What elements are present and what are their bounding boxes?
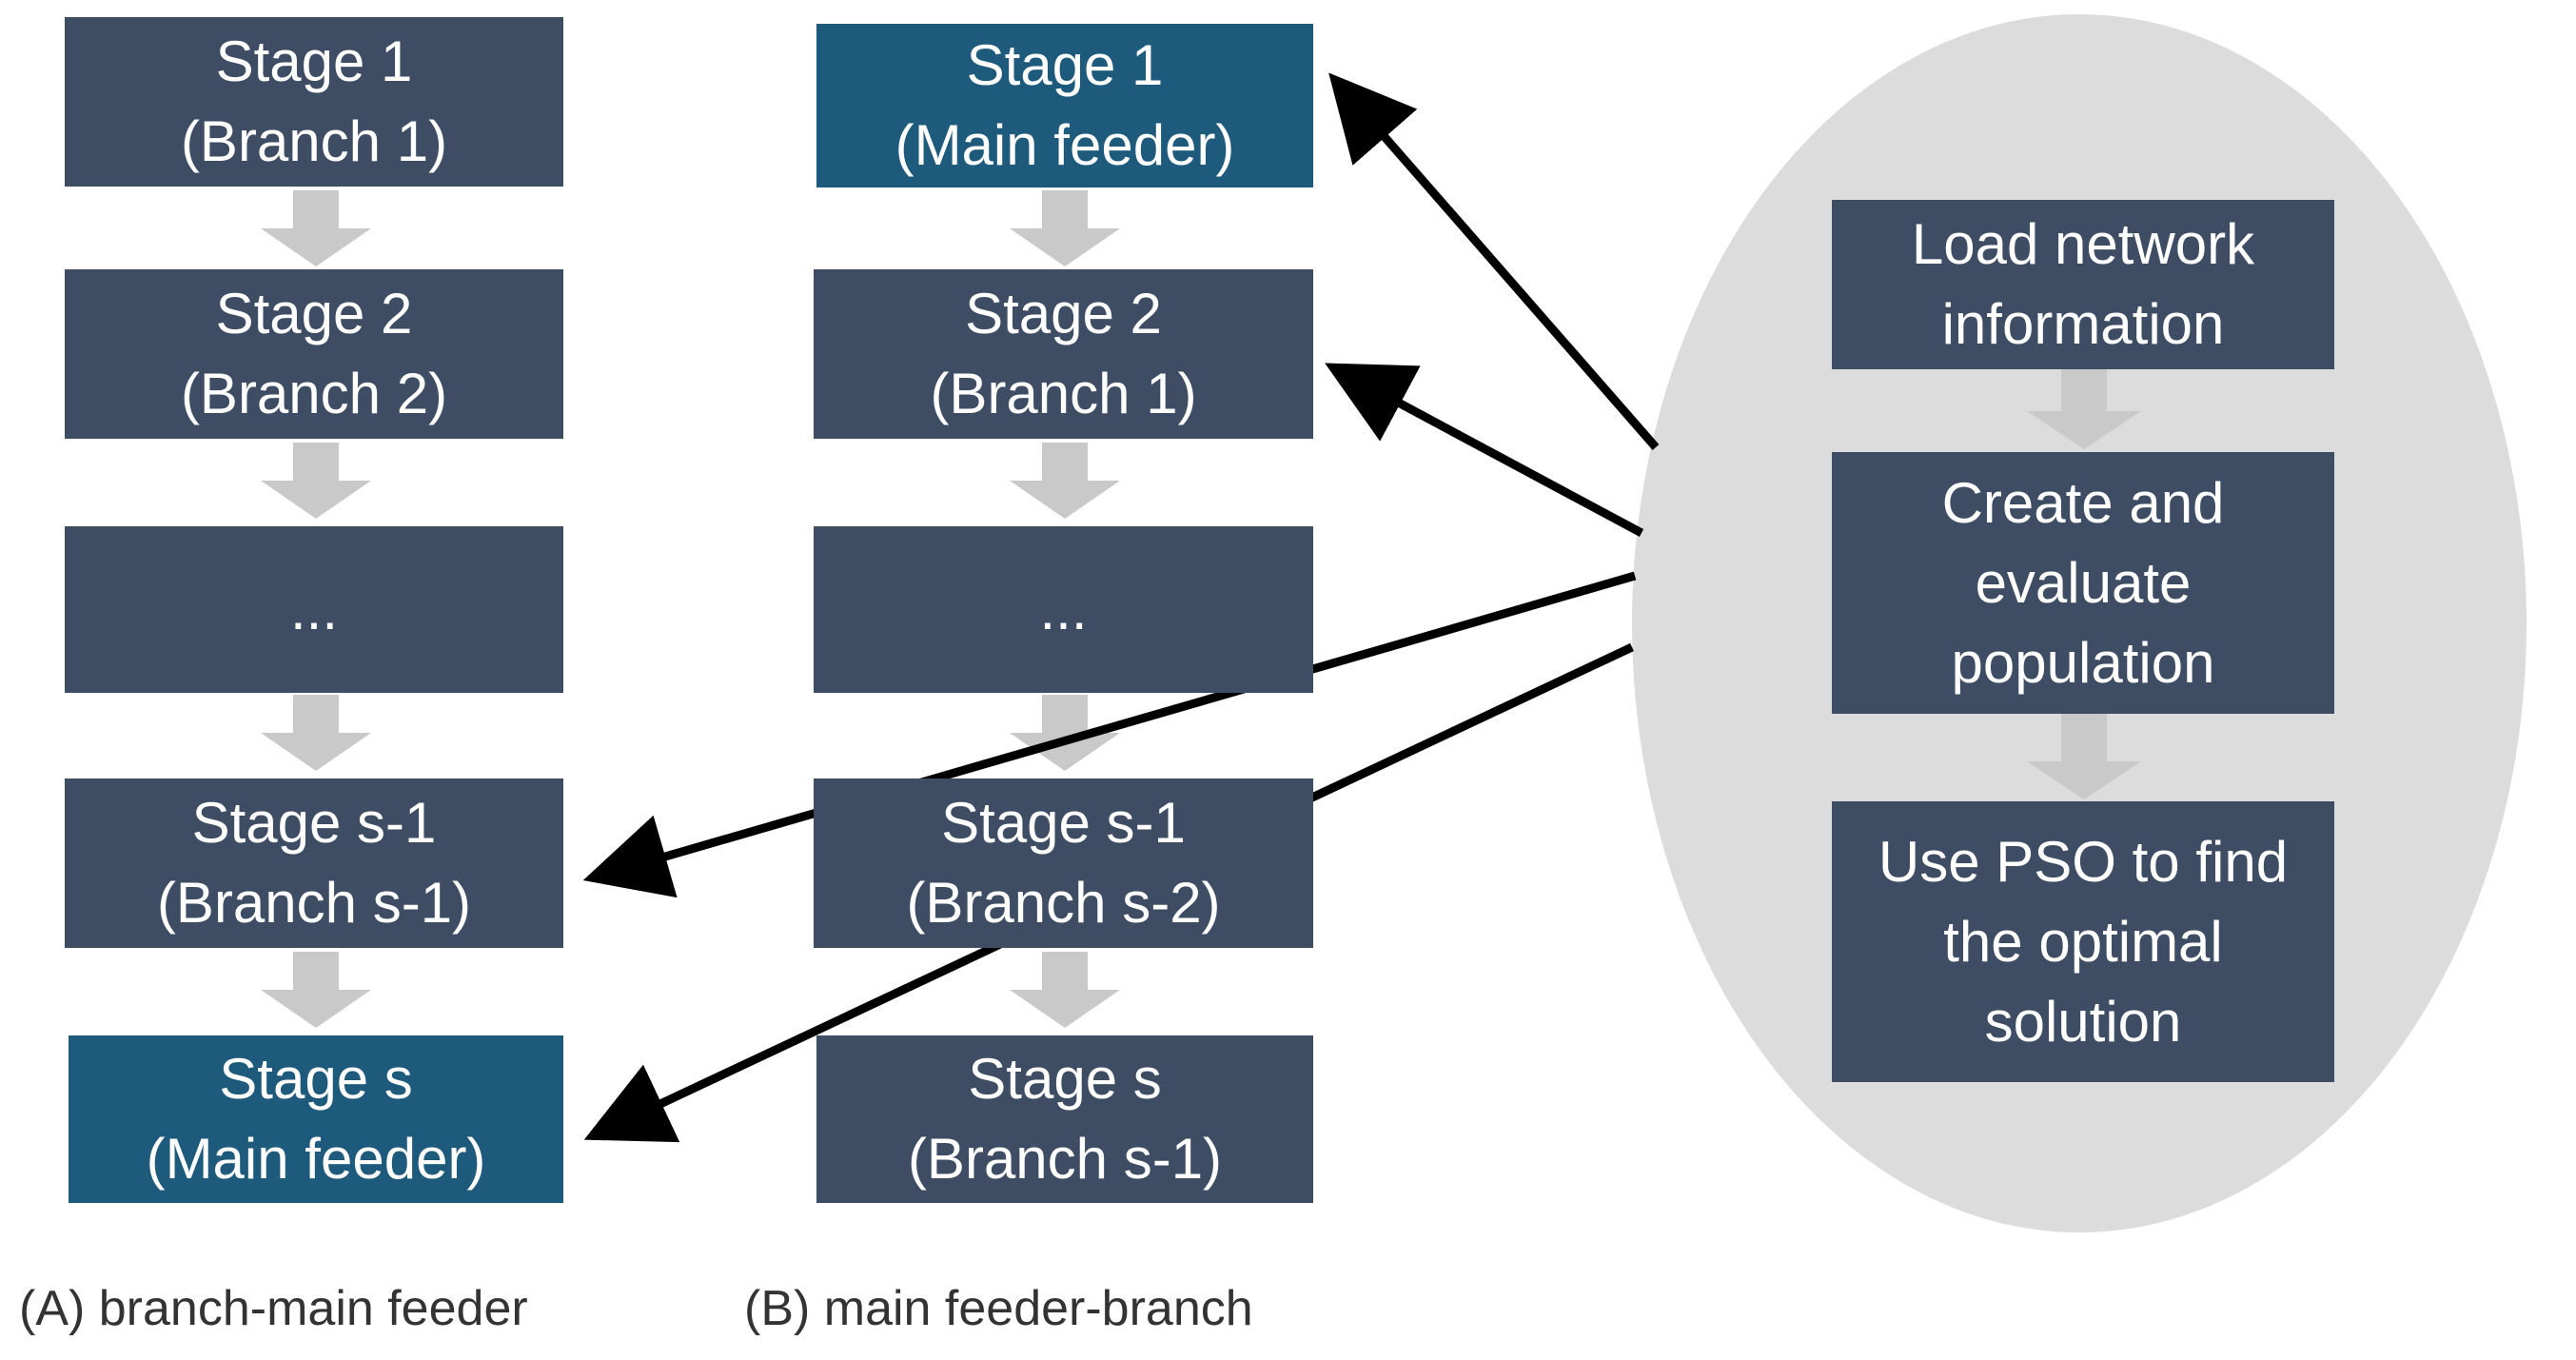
stage-box-a-ellipsis: ... [65, 526, 563, 693]
process-step-line: Use PSO to find [1878, 829, 2289, 894]
flow-arrow-a-4 [261, 952, 371, 1028]
stage-subtitle: (Branch 1) [180, 109, 448, 173]
process-step-load-network: Load network information [1832, 200, 2334, 369]
stage-subtitle: (Branch s-1) [907, 1127, 1223, 1191]
process-step-use-pso: Use PSO to find the optimal solution [1832, 801, 2334, 1082]
pointer-arrow-to-b-stage-1 [1328, 72, 1660, 450]
stage-subtitle: (Branch s-1) [156, 871, 472, 935]
stage-box-b-1: Stage 1 (Main feeder) [816, 24, 1313, 187]
flow-arrow-a-1 [261, 190, 371, 266]
flow-arrow-b-2 [1010, 443, 1120, 519]
stage-subtitle: (Main feeder) [146, 1127, 486, 1191]
flow-arrow-p-2 [2027, 714, 2141, 799]
flow-arrow-a-2 [261, 443, 371, 519]
flow-arrow-a-3 [261, 695, 371, 771]
pointer-arrows [582, 72, 1660, 1143]
process-step-create-evaluate: Create and evaluate population [1832, 452, 2334, 714]
process-step-line: population [1951, 630, 2215, 695]
stage-box-a-2: Stage 2 (Branch 2) [65, 269, 563, 439]
stage-subtitle: (Branch 1) [930, 362, 1197, 425]
stage-title: Stage s [968, 1047, 1162, 1111]
flow-arrows-process [2027, 369, 2141, 799]
process-step-line: solution [1984, 989, 2182, 1054]
stage-title: Stage 1 [966, 33, 1164, 97]
pointer-arrow-to-a-stage-s-1 [582, 571, 1637, 898]
stage-box-b-ellipsis: ... [814, 526, 1313, 693]
process-step-line: Load network [1911, 212, 2255, 276]
flow-arrow-p-1 [2027, 369, 2141, 449]
flow-arrow-b-4 [1010, 952, 1120, 1028]
process-step-line: information [1941, 292, 2225, 356]
stage-subtitle: (Branch s-2) [906, 871, 1221, 935]
stage-title: Stage 2 [215, 282, 413, 345]
stage-subtitle: (Branch 2) [180, 362, 448, 425]
process-step-line: the optimal [1943, 909, 2223, 974]
flow-arrow-b-1 [1010, 190, 1120, 266]
stage-title: ... [289, 577, 338, 641]
flow-arrows-column-b [1010, 190, 1120, 1028]
stage-box-a-s: Stage s (Main feeder) [69, 1035, 563, 1203]
stage-title: Stage s [219, 1047, 413, 1111]
process-step-line: evaluate [1975, 550, 2192, 615]
caption-column-a: (A) branch-main feeder [19, 1281, 528, 1336]
stage-box-a-s-1: Stage s-1 (Branch s-1) [65, 779, 563, 948]
flow-arrows-column-a [261, 190, 371, 1028]
pointer-arrow-to-b-stage-2 [1325, 363, 1644, 537]
process-step-line: Create and [1941, 470, 2225, 535]
stage-title: Stage s-1 [941, 791, 1186, 855]
stage-title: ... [1039, 577, 1088, 641]
stage-box-b-2: Stage 2 (Branch 1) [814, 269, 1313, 439]
stage-box-b-s: Stage s (Branch s-1) [816, 1035, 1313, 1203]
stage-title: Stage 2 [965, 282, 1162, 345]
stage-title: Stage 1 [215, 30, 413, 93]
stage-box-b-s-1: Stage s-1 (Branch s-2) [814, 779, 1313, 948]
caption-column-b: (B) main feeder-branch [744, 1281, 1253, 1336]
stage-box-a-1: Stage 1 (Branch 1) [65, 17, 563, 187]
stage-subtitle: (Main feeder) [895, 113, 1235, 177]
stage-title: Stage s-1 [191, 791, 437, 855]
